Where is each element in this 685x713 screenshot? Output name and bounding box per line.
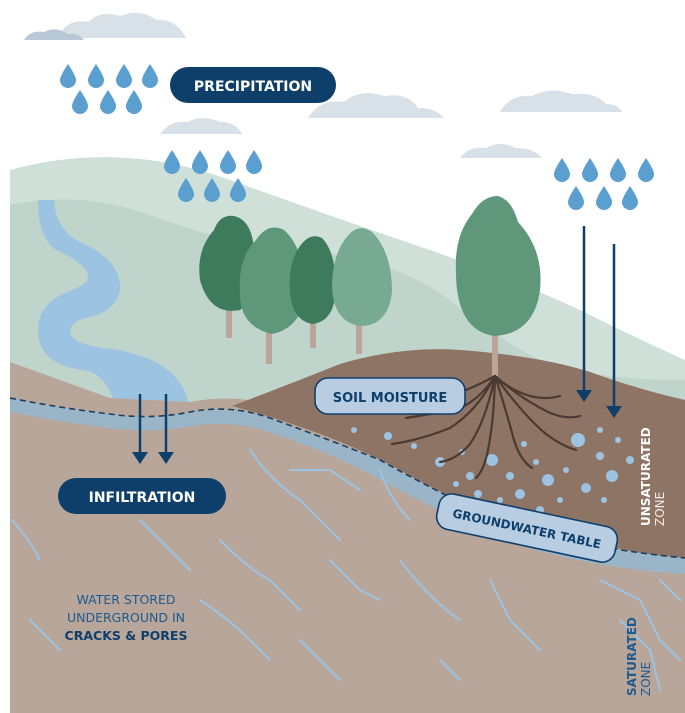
raindrop-icon: [230, 178, 246, 202]
raindrop-icon: [164, 150, 180, 174]
raindrop-icon: [554, 158, 570, 182]
raindrop-icon: [100, 90, 116, 114]
raindrop-icon: [220, 150, 236, 174]
raindrops-middle: [164, 150, 262, 202]
arrows: [132, 226, 622, 464]
cloud-icon: [24, 29, 84, 40]
clouds: [24, 12, 622, 158]
unsaturated-zone-label: UNSATURATED ZONE: [639, 427, 667, 526]
raindrop-icon: [596, 186, 612, 210]
raindrop-icon: [638, 158, 654, 182]
cloud-icon: [160, 118, 242, 134]
unsaturated-zone-regular: ZONE: [653, 492, 667, 526]
river: [38, 200, 192, 414]
raindrop-icon: [178, 178, 194, 202]
raindrop-icon: [60, 64, 76, 88]
raindrop-icon: [142, 64, 158, 88]
precipitation-pill: PRECIPITATION: [170, 67, 336, 103]
saturated-zone-label: SATURATED ZONE: [625, 617, 653, 696]
unsaturated-zone-bold: UNSATURATED: [639, 427, 653, 526]
raindrop-icon: [192, 150, 208, 174]
raindrop-icon: [126, 90, 142, 114]
raindrop-icon: [116, 64, 132, 88]
water-stored-text: WATER STORED UNDERGROUND IN CRACKS & POR…: [65, 592, 188, 643]
raindrop-icon: [582, 158, 598, 182]
water-table-line: [9, 397, 685, 559]
infiltration-label: INFILTRATION: [89, 490, 196, 506]
cloud-icon: [308, 93, 444, 118]
arrow-down-icon: [606, 244, 622, 418]
water-stored-line3: CRACKS & PORES: [65, 628, 188, 643]
raindrop-icon: [246, 150, 262, 174]
saturated-zone-bold: SATURATED: [625, 617, 639, 696]
tree-icon: [289, 236, 336, 348]
trees: [199, 196, 541, 376]
water-stored-line2: UNDERGROUND IN: [67, 610, 185, 625]
precipitation-label: PRECIPITATION: [194, 79, 312, 95]
raindrops-left: [60, 64, 158, 114]
cracks: [11, 449, 681, 691]
tree-icon: [239, 227, 305, 364]
cloud-icon: [58, 12, 186, 39]
tree-icon: [455, 196, 541, 376]
tree-icon: [332, 228, 392, 354]
roots: [390, 374, 582, 480]
raindrop-icon: [622, 186, 638, 210]
raindrop-icon: [610, 158, 626, 182]
raindrop-icon: [72, 90, 88, 114]
arrow-down-icon: [576, 226, 592, 402]
soil-moisture-label: SOIL MOISTURE: [333, 391, 448, 406]
soil-moisture-pill: SOIL MOISTURE: [314, 377, 466, 415]
arrow-down-icon: [132, 394, 148, 464]
cloud-icon: [460, 144, 542, 158]
raindrop-icon: [204, 178, 220, 202]
arrow-down-icon: [158, 394, 174, 464]
infiltration-pill: INFILTRATION: [58, 478, 226, 514]
water-stored-line1: WATER STORED: [76, 592, 175, 607]
raindrop-icon: [568, 186, 584, 210]
saturated-zone-regular: ZONE: [639, 662, 653, 696]
raindrops-right: [554, 158, 654, 210]
cloud-icon: [500, 90, 622, 112]
raindrop-icon: [88, 64, 104, 88]
